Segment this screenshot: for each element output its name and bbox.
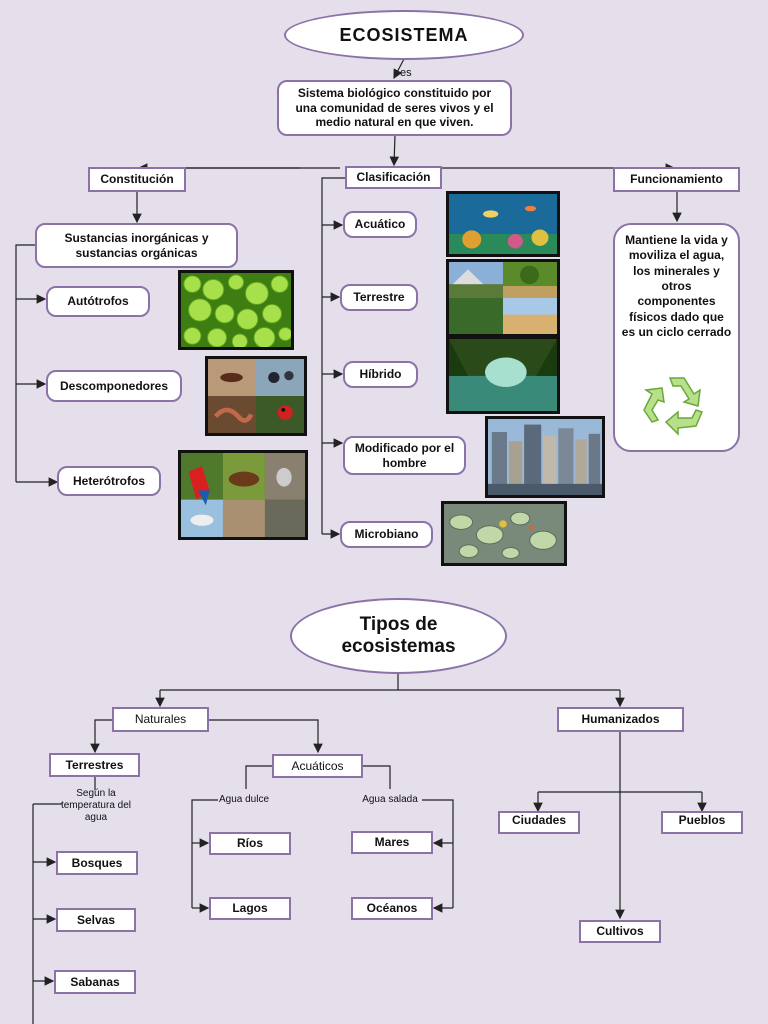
- aquatic-photo: [446, 191, 560, 257]
- connector-es: es: [400, 67, 412, 80]
- acuatico-node: Acuático: [343, 211, 417, 238]
- sabanas-node: Sabanas: [54, 970, 136, 994]
- clasificacion-node: Clasificación: [345, 166, 442, 189]
- sustancias-node: Sustancias inorgánicas y sustancias orgá…: [35, 223, 238, 268]
- recycle-icon: [640, 372, 712, 438]
- autotrofos-node: Autótrofos: [46, 286, 150, 317]
- terrestre-node: Terrestre: [340, 284, 418, 311]
- humanizados-node: Humanizados: [557, 707, 684, 732]
- tipos-title: Tipos de ecosistemas: [290, 598, 507, 674]
- decomposers-photo: [205, 356, 307, 436]
- selvas-node: Selvas: [56, 908, 136, 932]
- city-photo: [485, 416, 605, 498]
- terrestres-note: Según la temperatura del agua: [60, 788, 132, 824]
- constitucion-node: Constitución: [88, 167, 186, 192]
- funcionamiento-node: Funcionamiento: [613, 167, 740, 192]
- descomponedores-node: Descomponedores: [46, 370, 182, 402]
- acuaticos-node: Acuáticos: [272, 754, 363, 778]
- terrestrial-photo: [446, 259, 560, 337]
- ciudades-node: Ciudades: [498, 811, 580, 834]
- lagos-node: Lagos: [209, 897, 291, 920]
- bosques-node: Bosques: [56, 851, 138, 875]
- heterotrofos-node: Heterótrofos: [57, 466, 161, 496]
- hybrid-photo: [446, 336, 560, 414]
- microbiano-node: Microbiano: [340, 521, 433, 548]
- cultivos-node: Cultivos: [579, 920, 661, 943]
- microbes-photo: [441, 501, 567, 566]
- modificado-node: Modificado por el hombre: [343, 436, 466, 475]
- agua-salada-label: Agua salada: [356, 794, 424, 806]
- naturales-node: Naturales: [112, 707, 209, 732]
- mares-node: Mares: [351, 831, 433, 854]
- pueblos-node: Pueblos: [661, 811, 743, 834]
- definition-box: Sistema biológico constituido por una co…: [277, 80, 512, 136]
- rios-node: Ríos: [209, 832, 291, 855]
- terrestres-node: Terrestres: [49, 753, 140, 777]
- hibrido-node: Híbrido: [343, 361, 418, 388]
- oceanos-node: Océanos: [351, 897, 433, 920]
- heterotrophs-photo: [178, 450, 308, 540]
- agua-dulce-label: Agua dulce: [212, 794, 276, 806]
- algae-photo: [178, 270, 294, 350]
- ecosistema-title: ECOSISTEMA: [284, 10, 524, 60]
